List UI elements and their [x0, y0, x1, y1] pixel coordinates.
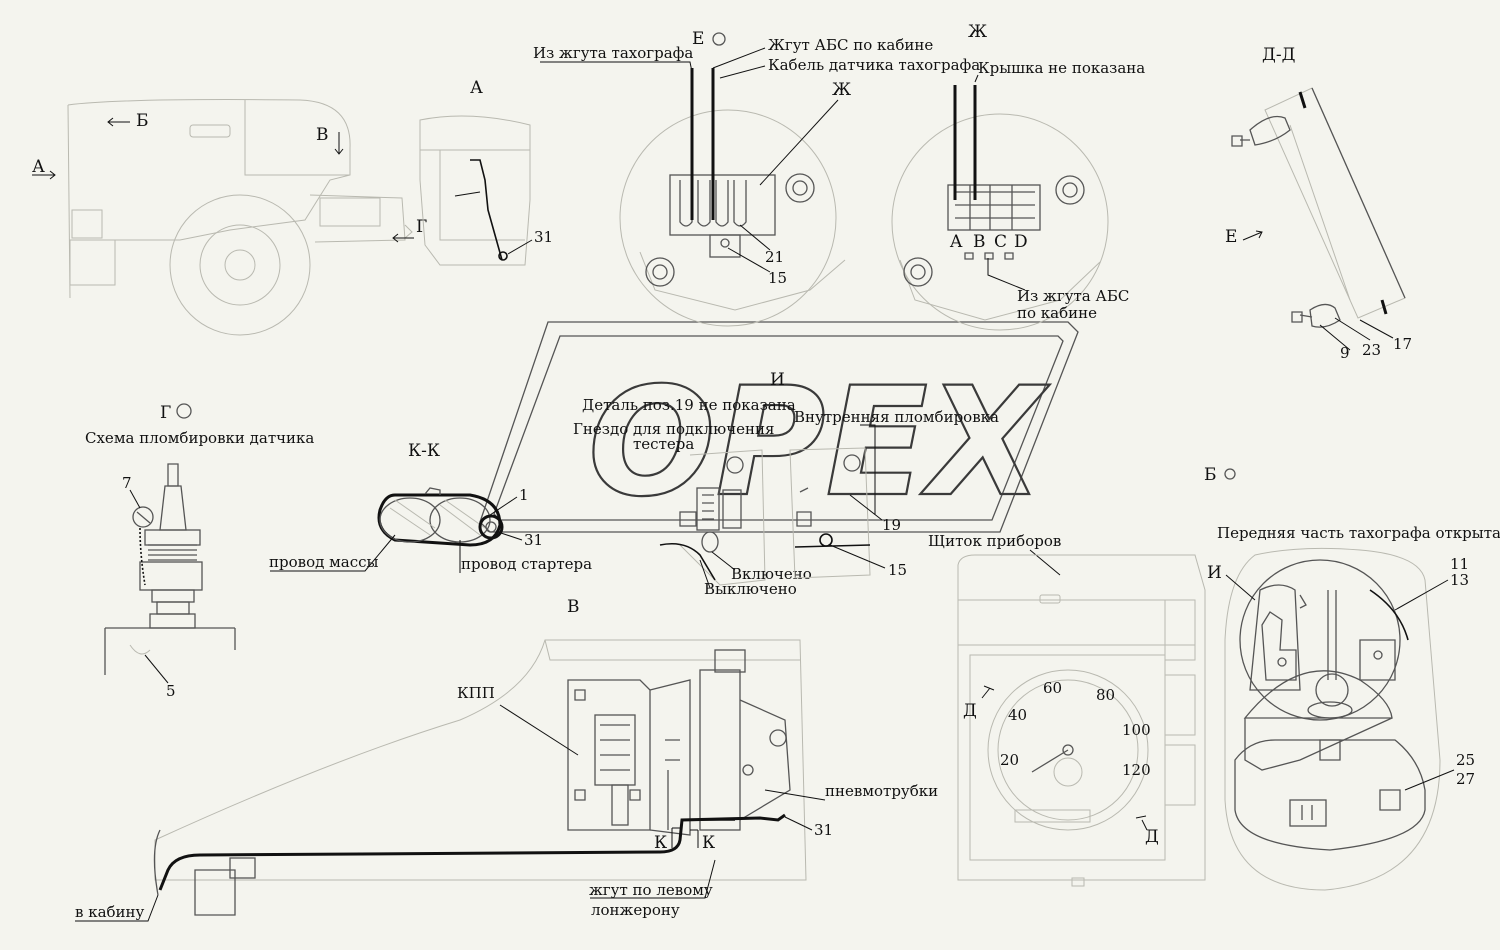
view-zh-title: Ж	[968, 22, 987, 42]
view-e-title: Е	[692, 29, 704, 49]
view-e-label-tacho-harness: Из жгута тахографа	[533, 44, 693, 62]
view-e-part-21: 21	[765, 248, 784, 266]
gauge-tick-80: 80	[1096, 686, 1115, 704]
view-v: В КПП пневмотрубки 31 К К жгут по левому…	[75, 597, 938, 922]
view-b-label-open: Передняя часть тахографа открыта	[1217, 524, 1500, 542]
view-g-part-7: 7	[122, 474, 132, 492]
view-zh-pin-c: C	[994, 232, 1007, 252]
view-a-title: А	[470, 78, 483, 98]
view-dd-part-23: 23	[1362, 341, 1381, 359]
watermark-text: OPEX	[588, 356, 1050, 530]
view-b-mark-i: И	[1207, 563, 1222, 583]
gauge-tick-100: 100	[1122, 721, 1151, 739]
view-g-title: Г	[160, 403, 171, 423]
view-v-title: В	[567, 597, 580, 617]
view-kk-label-ground: провод массы	[269, 553, 379, 571]
view-g-part-5: 5	[166, 682, 176, 700]
view-kk-part-31: 31	[524, 531, 543, 549]
view-dd-mark-e: Е	[1225, 227, 1237, 247]
view-g-marker-circle	[176, 403, 192, 419]
view-kk-part-1: 1	[519, 486, 529, 504]
view-dd: Д-Д Е 9 23 17	[1225, 45, 1412, 362]
view-kk-title: К-К	[408, 441, 440, 461]
view-zh: Ж Крышка не показана A B C D Из жгута АБ…	[891, 22, 1145, 331]
view-b: Б Передняя часть тахографа открыта И 11 …	[1204, 465, 1500, 891]
view-g: Г Схема пломбировки датчика 7 5	[85, 403, 314, 700]
view-b-part-11: 11	[1450, 555, 1469, 573]
gauge-tick-60: 60	[1043, 679, 1062, 697]
view-i-part-15: 15	[888, 561, 907, 579]
dashboard-mark-d2: Д	[1145, 827, 1159, 847]
watermark-logo: OPEX	[479, 321, 1079, 533]
dashboard-panel: Щиток приборов 60 80 40 100 20 120 Д Д	[928, 532, 1206, 887]
view-kk: К-К 1 31 провод массы провод стартера	[269, 441, 592, 573]
view-a: А 31	[419, 78, 553, 266]
view-b-part-13: 13	[1450, 571, 1469, 589]
view-v-label-pneumo: пневмотрубки	[825, 782, 938, 800]
view-e-label-abs-harness: Жгут АБС по кабине	[768, 36, 933, 54]
view-i-label-socket-2: тестера	[633, 435, 694, 453]
gauge-tick-120: 120	[1122, 761, 1151, 779]
gauge-tick-20: 20	[1000, 751, 1019, 769]
view-v-label-gearbox: КПП	[457, 684, 495, 702]
view-v-mark-k2: К	[702, 833, 715, 853]
gauge-tick-40: 40	[1008, 706, 1027, 724]
view-b-marker-circle	[1224, 468, 1236, 480]
view-dd-title: Д-Д	[1262, 45, 1295, 65]
view-v-label-harness-2: лонжерону	[591, 901, 680, 919]
view-v-mark-k1: К	[654, 833, 667, 853]
view-i-label-note: Деталь поз.19 не показана	[582, 396, 796, 414]
view-g-subtitle: Схема пломбировки датчика	[85, 429, 314, 447]
truck-mark-a: А	[32, 157, 45, 177]
view-kk-label-starter: провод стартера	[461, 555, 592, 573]
view-i-label-off: Выключено	[704, 580, 797, 598]
view-e-mark-zh: Ж	[832, 80, 851, 100]
view-e-label-tacho-cable: Кабель датчика тахографа	[768, 56, 980, 74]
truck-overview: А Б В Г	[32, 99, 427, 336]
view-zh-label-abs-from-1: Из жгута АБС	[1017, 287, 1129, 305]
view-e-part-15: 15	[768, 269, 787, 287]
view-zh-pin-d: D	[1014, 232, 1028, 252]
view-i-part-19: 19	[882, 516, 901, 534]
view-zh-pin-a: A	[949, 232, 963, 252]
view-b-part-27: 27	[1456, 770, 1475, 788]
view-zh-pin-b: B	[973, 232, 986, 252]
view-zh-label-cover: Крышка не показана	[978, 59, 1145, 77]
view-e: Е Из жгута тахографа Жгут АБС по кабине …	[533, 29, 980, 327]
view-b-title: Б	[1204, 465, 1217, 485]
view-v-label-harness-1: жгут по левому	[589, 881, 713, 899]
view-v-part-31: 31	[814, 821, 833, 839]
view-i-label-inner-seal: Внутренняя пломбировка	[794, 408, 999, 426]
truck-mark-b: Б	[136, 111, 149, 131]
dashboard-label: Щиток приборов	[928, 532, 1061, 550]
truck-mark-g: Г	[416, 217, 427, 237]
view-dd-part-9: 9	[1340, 344, 1350, 362]
view-zh-label-abs-from-2: по кабине	[1017, 304, 1097, 322]
view-b-part-25: 25	[1456, 751, 1475, 769]
view-v-label-to-cab: в кабину	[75, 903, 145, 921]
view-e-marker-circle	[712, 32, 726, 46]
view-i-label-socket-1: Гнездо для подключения	[573, 420, 775, 438]
view-dd-part-17: 17	[1393, 335, 1412, 353]
view-a-part-31: 31	[534, 228, 553, 246]
view-i: И Деталь поз.19 не показана Гнездо для п…	[573, 370, 999, 598]
view-i-title: И	[770, 370, 785, 390]
dashboard-mark-d1: Д	[963, 701, 977, 721]
view-i-label-on: Включено	[731, 565, 812, 583]
truck-mark-v: В	[316, 125, 329, 145]
